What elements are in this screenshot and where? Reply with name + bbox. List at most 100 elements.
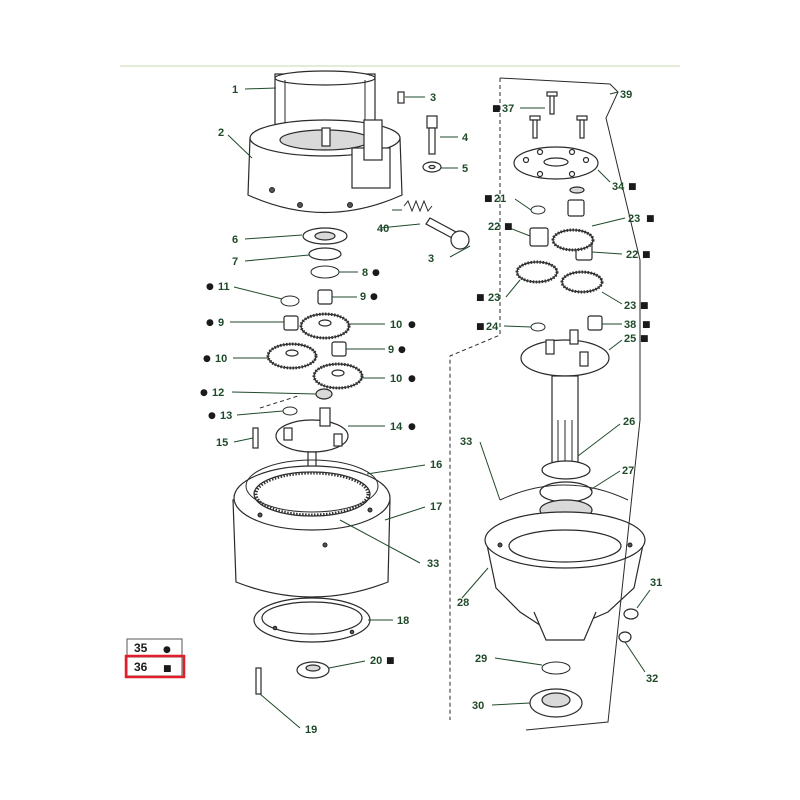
part-17-ring-gear-housing: [232, 459, 391, 598]
marker-38: ■: [642, 320, 651, 330]
callout-28: 28: [457, 597, 469, 609]
part-7-ring: [308, 247, 342, 261]
marker-9c: ●: [398, 345, 406, 355]
right-assembly: [484, 91, 646, 718]
callout-9c: 9: [388, 344, 394, 356]
part-13-circlip: [282, 406, 298, 416]
callout-3b: 3: [428, 253, 434, 265]
legend-marker-35: ●: [163, 645, 171, 655]
marker-11: ●: [206, 282, 214, 292]
callout-6: 6: [232, 234, 238, 246]
marker-34: ■: [628, 182, 637, 192]
callout-29: 29: [475, 653, 487, 665]
callout-26: 26: [623, 416, 635, 428]
marker-23a: ■: [646, 214, 655, 224]
part-4-bolt: [426, 115, 438, 155]
callout-23b: 23: [488, 292, 500, 304]
part-3-pin: [397, 91, 405, 104]
callout-40: 40: [377, 223, 389, 235]
callout-38: 38: [624, 319, 636, 331]
part-20-seal: [296, 661, 330, 679]
marker-9a: ●: [370, 292, 378, 302]
part-14-carrier: [275, 407, 349, 477]
part-26-shaft: [551, 375, 579, 472]
part-11-circlip: [280, 295, 300, 307]
callout-33b: 33: [427, 558, 439, 570]
callout-3a: 3: [430, 92, 436, 104]
part-30-seal: [529, 688, 583, 718]
marker-25: ■: [640, 334, 649, 344]
part-18-bottom-ring: [253, 597, 371, 643]
callout-37: 37: [502, 103, 514, 115]
callout-9b: 9: [218, 317, 224, 329]
part-31-nut: [623, 608, 639, 620]
callout-34: 34: [612, 181, 625, 193]
callout-7: 7: [232, 256, 238, 268]
marker-14: ●: [408, 422, 416, 432]
callout-39: 39: [620, 89, 632, 101]
part-38-bushing: [587, 315, 603, 331]
subassembly-boundary: [499, 77, 641, 731]
marker-8: ●: [372, 268, 380, 278]
callout-17: 17: [430, 501, 442, 513]
marker-20: ■: [386, 656, 395, 666]
marker-12: ●: [200, 388, 208, 398]
callout-9a: 9: [360, 291, 366, 303]
part-2-housing: [247, 119, 403, 213]
part-12-bearing: [315, 388, 333, 400]
marker-22b: ■: [642, 250, 651, 260]
marker-23b: ■: [476, 293, 485, 303]
callout-31: 31: [650, 577, 662, 589]
callout-1: 1: [232, 84, 238, 96]
part-34-plate: [513, 146, 599, 180]
callout-markers: ■ ■ ■ ■ ■ ■ ■ ■ ■ ■ ■ ■ ● ● ● ● ● ● ● ● …: [200, 104, 655, 666]
part-6-coupling: [302, 227, 348, 245]
legend-number-36: 36: [134, 660, 148, 674]
marker-13: ●: [208, 411, 216, 421]
left-assembly: [232, 70, 470, 695]
callout-8: 8: [362, 267, 368, 279]
part-27-bearings: [539, 460, 593, 521]
dashed-guide-left: [259, 395, 299, 409]
callout-20: 20: [370, 655, 382, 667]
marker-10a: ●: [408, 320, 416, 330]
legend-highlight-36: [124, 654, 186, 679]
callout-22a: 22: [488, 221, 500, 233]
part-spacer: [567, 199, 585, 217]
callout-2: 2: [218, 127, 224, 139]
callout-27: 27: [622, 465, 634, 477]
callout-5: 5: [462, 163, 468, 175]
callout-25: 25: [624, 333, 636, 345]
callout-14: 14: [390, 421, 403, 433]
marker-21: ■: [484, 194, 493, 204]
callout-16: 16: [430, 459, 442, 471]
callout-15: 15: [216, 437, 228, 449]
callout-10c: 10: [390, 373, 402, 385]
callout-4: 4: [462, 132, 469, 144]
part-small-washer: [569, 186, 585, 194]
callout-labels: 1 2 3 3 4 5 6 7 8 9 9 9 10 10 10 11 12 1…: [212, 84, 662, 736]
part-25-carrier: [520, 329, 610, 377]
part-24-circlip: [530, 322, 546, 332]
part-28-housing: [484, 511, 646, 641]
marker-10c: ●: [408, 374, 416, 384]
callout-24: 24: [486, 321, 499, 333]
part-8-circlip: [310, 265, 340, 279]
callout-12: 12: [212, 387, 224, 399]
legend-marker-36: ■: [163, 664, 172, 674]
part-5-washer: [422, 161, 442, 173]
legend-key: 35 ● 36 ■: [124, 638, 186, 679]
callout-23a: 23: [628, 213, 640, 225]
part-15-pin: [252, 427, 259, 449]
callout-11: 11: [218, 281, 230, 293]
part-23-gears: [515, 228, 604, 294]
callout-21: 21: [494, 193, 506, 205]
callout-23c: 23: [624, 300, 636, 312]
part-32-washer: [618, 631, 632, 643]
marker-37: ■: [492, 104, 501, 114]
legend-number-35: 35: [134, 641, 148, 655]
part-29-circlip: [541, 661, 571, 675]
leader-lines: [227, 87, 651, 729]
marker-23c: ■: [640, 301, 649, 311]
